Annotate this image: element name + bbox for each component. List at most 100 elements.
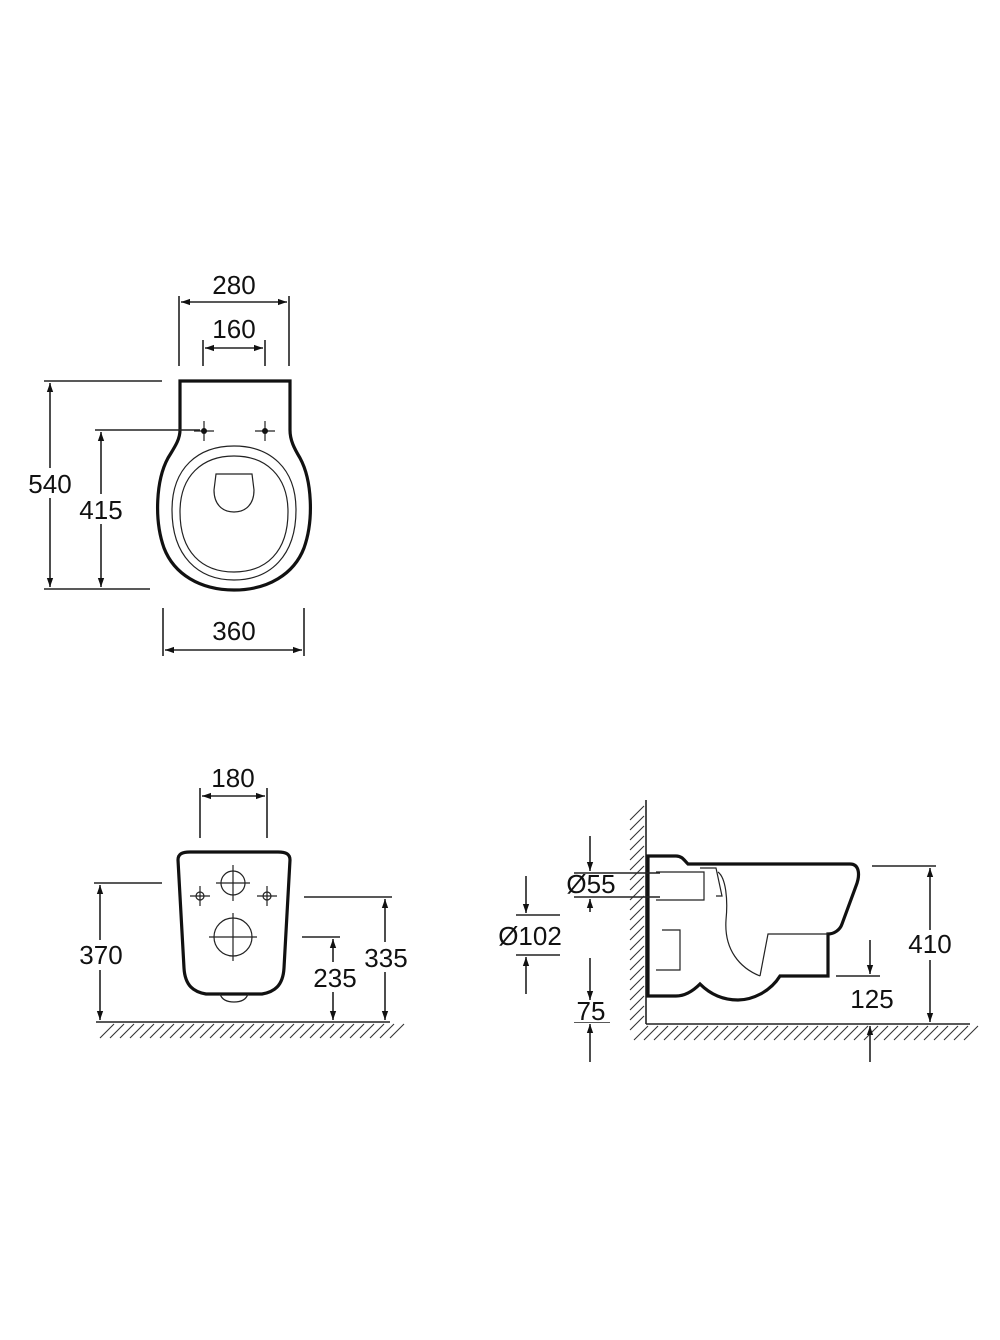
dimension-front-bolt-height: 370 (74, 882, 162, 1020)
dimension-side-height: 410 (872, 865, 958, 1022)
hatch-line (299, 1023, 315, 1039)
hatch-line (783, 1025, 799, 1041)
outlet-icon (209, 913, 257, 961)
hatch-line (139, 1023, 155, 1039)
hatch-line (289, 1023, 305, 1039)
hatch-line (279, 1023, 295, 1039)
dim-label-160: 160 (212, 314, 255, 344)
dimension-front-bolt-spacing: 180 (199, 763, 268, 838)
dim-label-125: 125 (850, 984, 893, 1014)
hatch-line (629, 825, 645, 841)
hatch-line (629, 875, 645, 891)
hatch-line (629, 805, 645, 821)
hatch-line (209, 1023, 225, 1039)
hatch-line (753, 1025, 769, 1041)
top-view-drain (213, 473, 255, 513)
hatch-line (199, 1023, 215, 1039)
top-view-inner-bowl (179, 455, 289, 573)
hatch-line (259, 1023, 275, 1039)
hatch-line (239, 1023, 255, 1039)
hatch-line (309, 1023, 325, 1039)
hatch-line (249, 1023, 265, 1039)
hatch-line (629, 985, 645, 1001)
hatch-line (723, 1025, 739, 1041)
hatch-line (629, 895, 645, 911)
hatch-line (923, 1025, 939, 1041)
dim-label-370: 370 (79, 940, 122, 970)
hatch-line (629, 835, 645, 851)
hatch-line (913, 1025, 929, 1041)
hatch-line (883, 1025, 899, 1041)
hatch-line (813, 1025, 829, 1041)
dimension-outlet-offset: 75 (574, 958, 610, 1062)
hatch-line (663, 1025, 679, 1041)
dim-label-o55: Ø55 (566, 869, 615, 899)
hatch-line (713, 1025, 729, 1041)
front-view-floor (96, 1021, 405, 1039)
hatch-line (903, 1025, 919, 1041)
hatch-line (369, 1023, 385, 1039)
hatch-line (629, 935, 645, 951)
top-view: 280 160 540 415 360 (24, 270, 312, 656)
dim-label-415: 415 (79, 495, 122, 525)
hatch-line (629, 995, 645, 1011)
inlet-icon (216, 865, 250, 901)
hatch-line (629, 1005, 645, 1021)
hatch-line (99, 1023, 115, 1039)
hatch-line (673, 1025, 689, 1041)
dimension-bolt-spacing: 160 (202, 314, 266, 366)
hatch-line (179, 1023, 195, 1039)
hatch-line (793, 1025, 809, 1041)
front-view-base (219, 993, 249, 1003)
hatch-line (629, 965, 645, 981)
hatch-line (743, 1025, 759, 1041)
dim-label-235: 235 (313, 963, 356, 993)
top-view-outline (156, 379, 312, 592)
hatch-line (189, 1023, 205, 1039)
hatch-line (803, 1025, 819, 1041)
hatch-line (629, 925, 645, 941)
dim-label-335: 335 (364, 943, 407, 973)
hatch-line (149, 1023, 165, 1039)
hatch-line (683, 1025, 699, 1041)
hatch-line (843, 1025, 859, 1041)
hatch-line (109, 1023, 125, 1039)
hatch-line (733, 1025, 749, 1041)
hatch-line (329, 1023, 345, 1039)
dimension-front-top-height: 335 (304, 896, 414, 1020)
hatch-line (893, 1025, 909, 1041)
hatch-line (943, 1025, 959, 1041)
side-view-inner-bowl (717, 871, 828, 977)
hatch-line (359, 1023, 375, 1039)
dim-label-75: 75 (577, 996, 606, 1026)
hatch-line (629, 905, 645, 921)
hatch-line (629, 955, 645, 971)
dimension-bottom-clearance: 125 (836, 940, 894, 1062)
hatch-line (953, 1025, 969, 1041)
hatch-line (833, 1025, 849, 1041)
dimension-outlet-diameter: Ø102 (498, 876, 562, 994)
hatch-line (773, 1025, 789, 1041)
hatch-line (873, 1025, 889, 1041)
dimension-length: 540 (24, 380, 162, 590)
dim-label-280: 280 (212, 270, 255, 300)
side-view-pipe (656, 871, 705, 971)
hatch-line (693, 1025, 709, 1041)
hatch-line (763, 1025, 779, 1041)
hatch-line (629, 915, 645, 931)
front-view-outline (176, 850, 292, 996)
top-view-rim (171, 445, 297, 581)
dimension-front-outlet-height: 235 (302, 936, 362, 1020)
hatch-line (219, 1023, 235, 1039)
front-view: 180 370 235 335 (74, 763, 414, 1039)
hatch-line (349, 1023, 365, 1039)
dimension-inlet-diameter: Ø55 (566, 836, 660, 912)
hatch-line (129, 1023, 145, 1039)
side-view-floor (633, 1023, 979, 1041)
side-view-wall (629, 800, 647, 1031)
hatch-line (269, 1023, 285, 1039)
hatch-line (319, 1023, 335, 1039)
hatch-line (629, 975, 645, 991)
hatch-line (629, 855, 645, 871)
hatch-line (389, 1023, 405, 1039)
